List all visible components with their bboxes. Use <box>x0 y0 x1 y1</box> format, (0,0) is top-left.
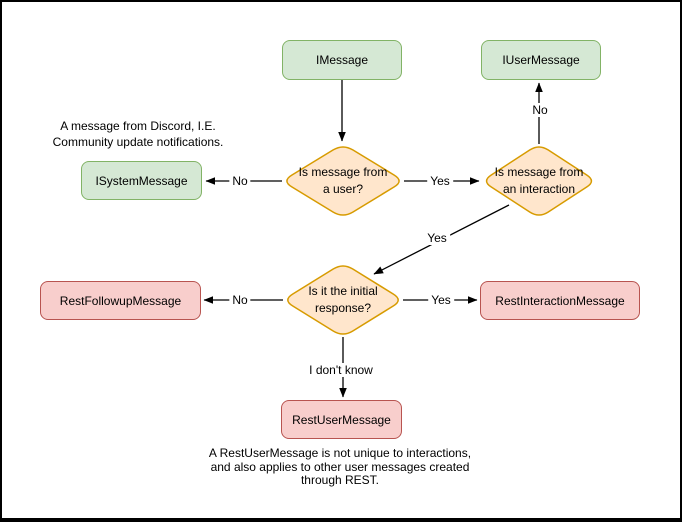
decision-is-from-user-shape <box>286 146 400 216</box>
edge-label-user-no: No <box>229 174 251 188</box>
decision-is-initial-response-label: Is it the initial response? <box>308 284 378 315</box>
edge-label-initial-no: No <box>229 293 251 307</box>
decision-is-from-interaction-label: Is message from an interaction <box>494 165 584 196</box>
node-isystemmessage-label: ISystemMessage <box>95 173 188 188</box>
decision-is-initial-response-shape <box>287 265 399 335</box>
node-restusermessage: RestUserMessage <box>281 400 402 439</box>
decision-is-from-user-label: Is message from a user? <box>298 165 388 196</box>
node-isystemmessage: ISystemMessage <box>81 161 202 200</box>
node-iusermessage-label: IUserMessage <box>502 53 580 67</box>
node-restusermessage-label: RestUserMessage <box>292 412 391 427</box>
edge-label-interaction-yes: Yes <box>424 231 450 245</box>
decision-is-from-interaction-shape <box>485 146 593 216</box>
node-restfollowupmessage: RestFollowupMessage <box>40 281 201 320</box>
annotation-system-message-note: A message from Discord, I.E. Community u… <box>52 119 224 149</box>
node-restinteractionmessage-label: RestInteractionMessage <box>495 293 625 308</box>
node-imessage: IMessage <box>282 40 402 80</box>
edge-label-user-yes: Yes <box>427 174 453 188</box>
edge-label-initial-unknown: I don't know <box>306 363 376 377</box>
node-imessage-label: IMessage <box>315 53 369 67</box>
node-iusermessage: IUserMessage <box>481 40 601 80</box>
edge-label-interaction-no: No <box>529 103 551 117</box>
annotation-rest-user-message-note: A RestUserMessage is not unique to inter… <box>208 445 472 487</box>
node-restfollowupmessage-label: RestFollowupMessage <box>59 293 182 308</box>
edge-label-initial-yes: Yes <box>428 293 454 307</box>
node-restinteractionmessage: RestInteractionMessage <box>480 281 640 320</box>
